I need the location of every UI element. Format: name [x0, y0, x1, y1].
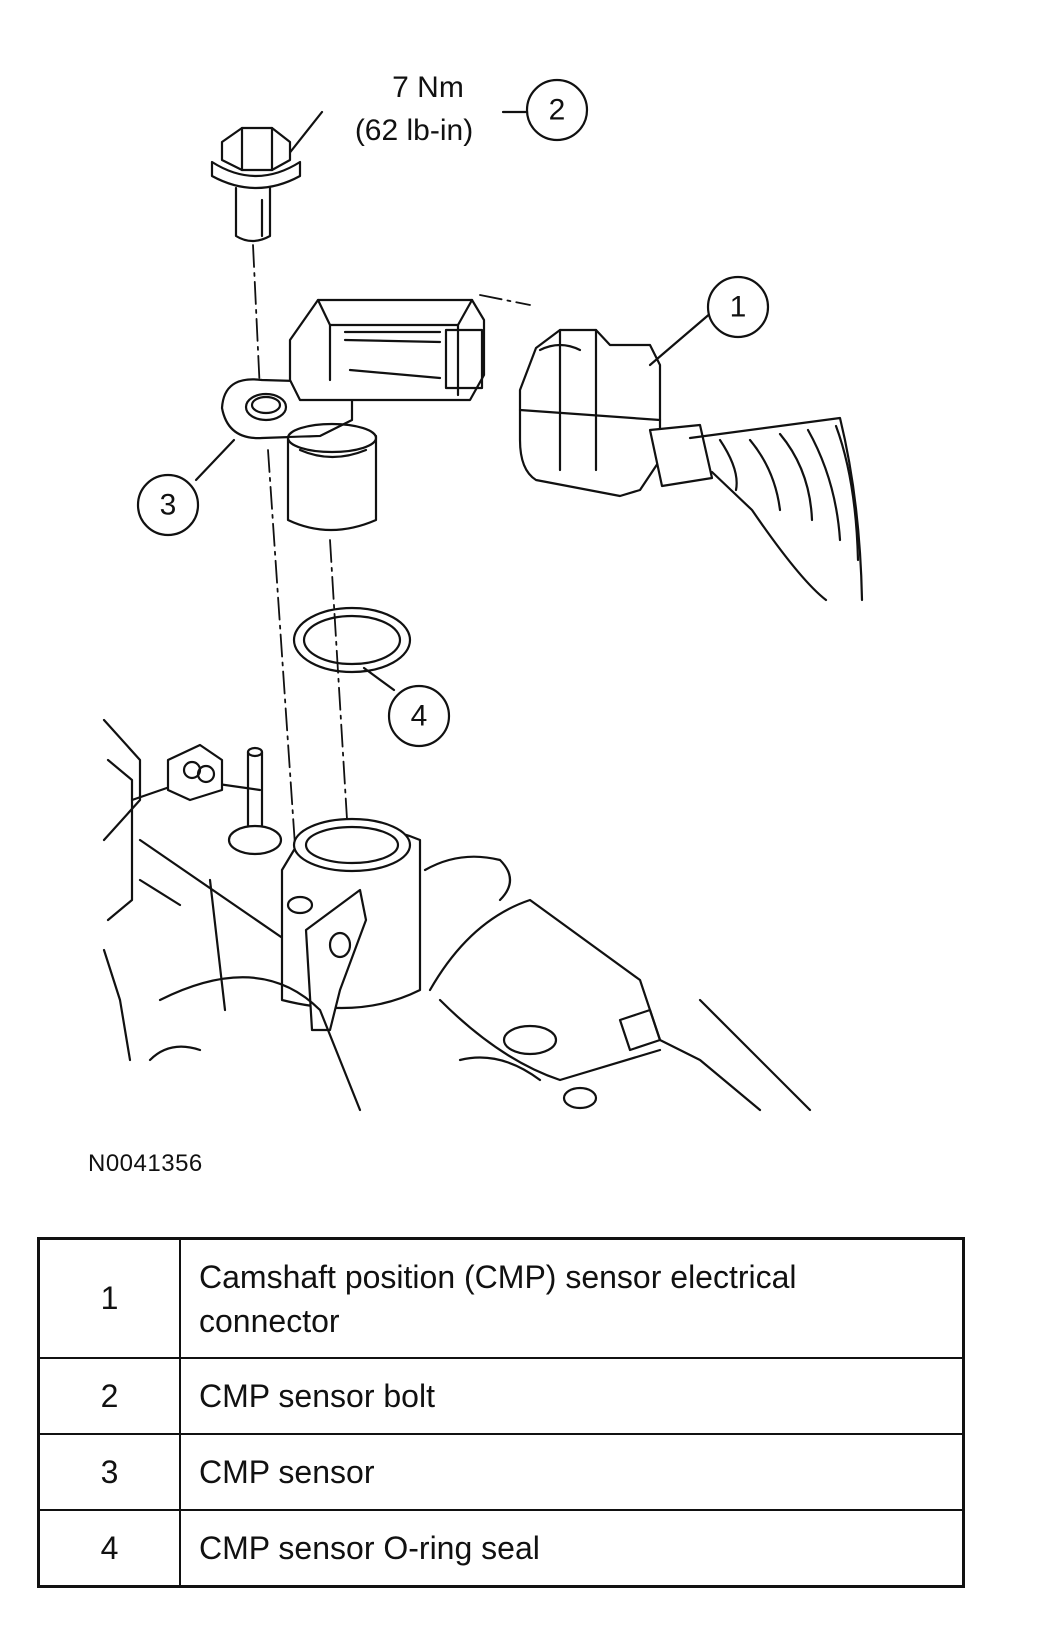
- legend-description: CMP sensor O-ring seal: [179, 1509, 965, 1588]
- cmp-sensor-drawing: [220, 298, 486, 532]
- callout-3-number: 3: [160, 489, 177, 522]
- callout-3-circle: [136, 473, 200, 537]
- callout-1-circle: [706, 275, 770, 339]
- legend-description: Camshaft position (CMP) sensor electrica…: [179, 1237, 965, 1359]
- bolt-drawing: [210, 126, 302, 243]
- exploded-view-diagram: 7 Nm (62 lb-in) 2 1 3 4: [102, 71, 864, 1112]
- legend-number: 3: [37, 1433, 181, 1511]
- callout-2-circle: [525, 78, 589, 142]
- table-row: 4 CMP sensor O-ring seal: [37, 1509, 965, 1588]
- callout-2-number: 2: [549, 94, 566, 127]
- table-row: 1 Camshaft position (CMP) sensor electri…: [37, 1237, 965, 1359]
- legend-number: 4: [37, 1509, 181, 1588]
- callout-4-number: 4: [411, 700, 428, 733]
- callout-4-leader: [362, 666, 396, 692]
- torque-value: 7 Nm: [392, 71, 464, 104]
- o-ring-drawing: [292, 606, 412, 674]
- table-row: 3 CMP sensor: [37, 1433, 965, 1511]
- torque-value-imperial: (62 lb-in): [355, 114, 473, 147]
- legend-description: CMP sensor: [179, 1433, 965, 1511]
- callout-4-circle: [387, 684, 451, 748]
- engine-housing-drawing: [102, 718, 812, 1112]
- figure-id: N0041356: [88, 1150, 203, 1177]
- table-row: 2 CMP sensor bolt: [37, 1357, 965, 1435]
- legend-number: 2: [37, 1357, 181, 1435]
- parts-legend-table: 1 Camshaft position (CMP) sensor electri…: [37, 1237, 965, 1588]
- callout-3-leader: [194, 438, 236, 482]
- electrical-connector-drawing: [518, 328, 864, 602]
- callout-1-leader: [648, 310, 714, 367]
- callout-1-number: 1: [730, 291, 747, 324]
- legend-number: 1: [37, 1237, 181, 1359]
- legend-description: CMP sensor bolt: [179, 1357, 965, 1435]
